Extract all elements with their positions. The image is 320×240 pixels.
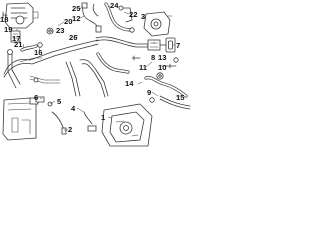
centre-hose-drawing xyxy=(65,52,130,98)
module-1-drawing xyxy=(101,103,153,147)
callout-11: 11 xyxy=(139,63,148,72)
callout-23: 23 xyxy=(56,26,64,35)
callout-10: 10 xyxy=(158,63,166,72)
connector-hose-drawing xyxy=(19,42,43,63)
bracket-4-drawing xyxy=(83,111,97,132)
callout-18: 18 xyxy=(0,15,8,24)
vapor-line-drawing xyxy=(3,39,99,89)
callout-1: 1 xyxy=(101,113,106,122)
callout-7: 7 xyxy=(176,41,180,50)
callout-13: 13 xyxy=(158,53,166,62)
leader-lines xyxy=(5,5,180,131)
callout-19: 19 xyxy=(4,25,12,34)
egr-valve-drawing xyxy=(140,11,173,53)
valve-assembly-drawing xyxy=(2,2,39,29)
callout-6: 6 xyxy=(34,93,38,102)
gasket-7-drawing xyxy=(165,37,176,53)
callout-16: 16 xyxy=(34,48,42,57)
upper-hose-drawing xyxy=(104,2,135,33)
callout-5: 5 xyxy=(57,97,62,106)
callout-3: 3 xyxy=(141,12,145,21)
fittings-drawing xyxy=(35,96,67,135)
callout-12: 12 xyxy=(72,14,80,23)
bolts-10-drawing xyxy=(131,55,179,69)
parts-diagram: 17 18 19 21 16 23 20 26 25 12 24 22 3 8 … xyxy=(0,1,191,147)
canister-2-drawing xyxy=(2,97,39,141)
callout-labels: 17 18 19 21 16 23 20 26 25 12 24 22 3 8 … xyxy=(0,1,185,134)
callout-14: 14 xyxy=(125,79,134,88)
callout-21: 21 xyxy=(14,40,23,49)
callout-20: 20 xyxy=(64,17,72,26)
callout-4: 4 xyxy=(71,104,76,113)
callout-17: 17 xyxy=(12,34,20,43)
callout-8: 8 xyxy=(151,53,155,62)
callout-24: 24 xyxy=(110,1,119,10)
callout-26: 26 xyxy=(69,33,77,42)
sensor-harness-drawing xyxy=(81,2,102,33)
callout-2: 2 xyxy=(68,125,72,134)
callout-9: 9 xyxy=(147,88,151,97)
callout-15: 15 xyxy=(176,93,185,102)
callout-22: 22 xyxy=(129,10,137,19)
line-12-drawing xyxy=(95,36,153,49)
egr-pipe-drawing xyxy=(144,72,191,110)
callout-25: 25 xyxy=(72,4,81,13)
